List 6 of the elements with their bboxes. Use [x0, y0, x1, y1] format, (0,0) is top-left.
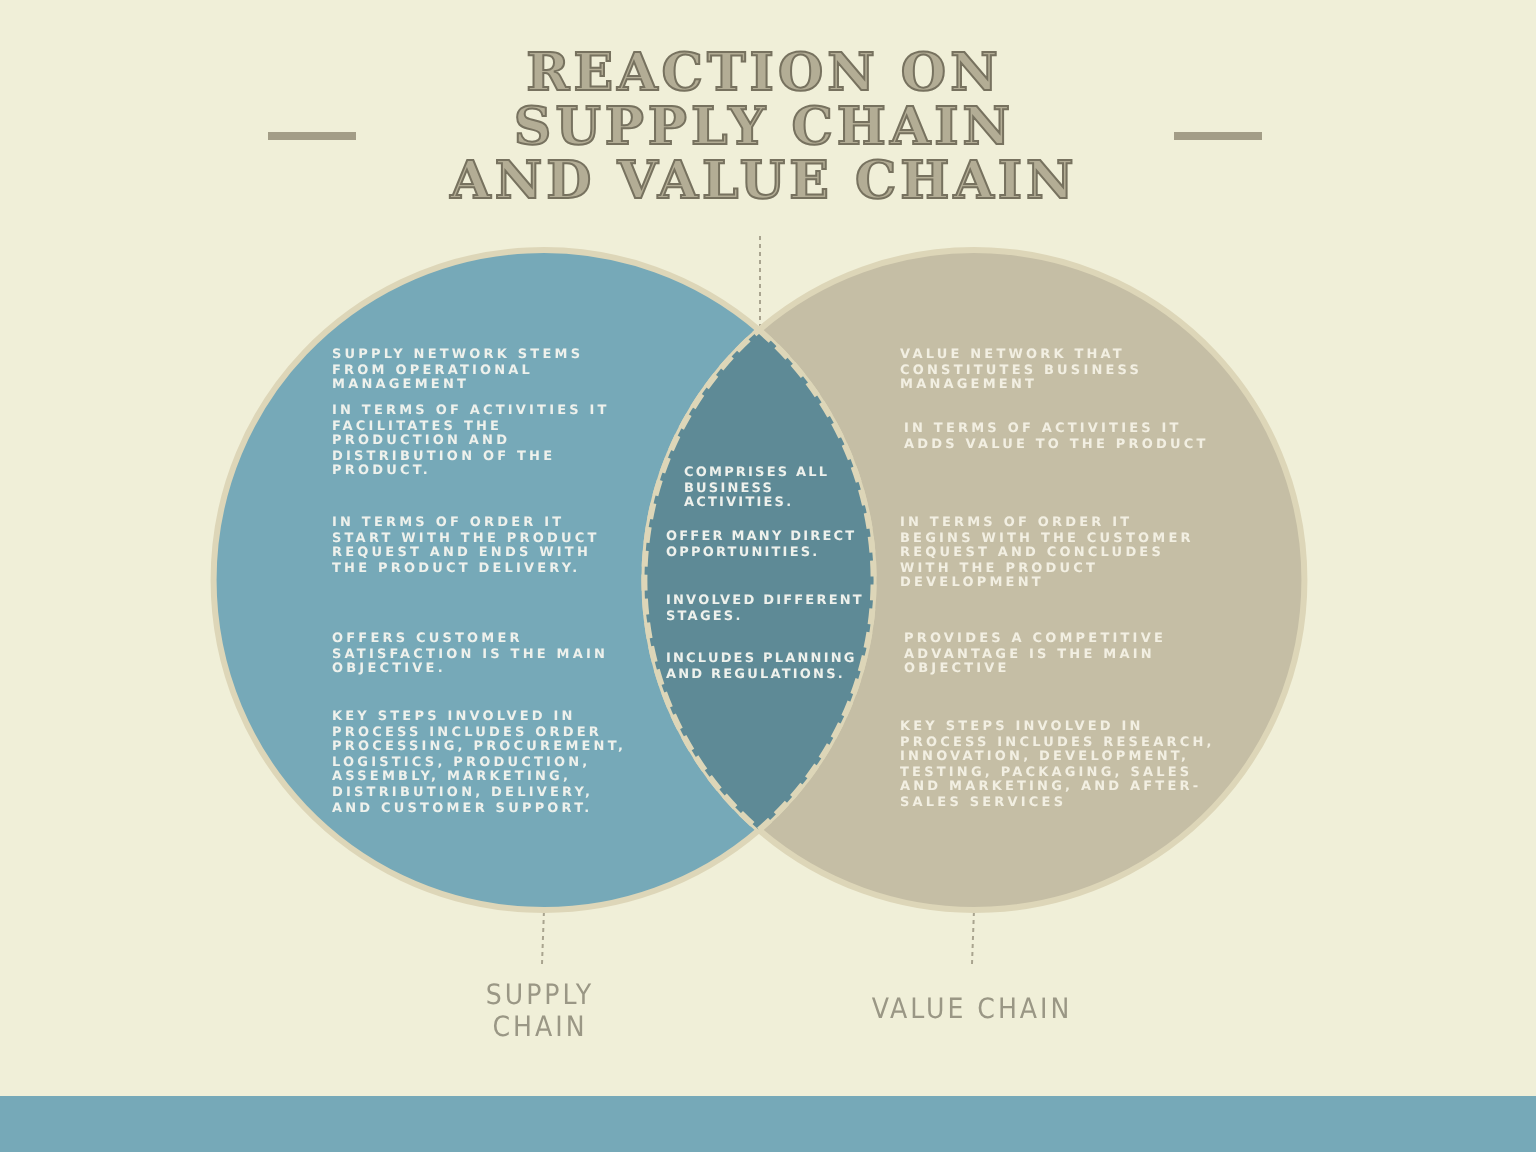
leader-line [541, 909, 545, 965]
leader-line [971, 909, 975, 965]
venn-label: VALUE CHAIN [869, 994, 1075, 1026]
title: REACTION ON SUPPLY CHAIN AND VALUE CHAIN [447, 48, 1080, 210]
leader-line [759, 235, 761, 331]
venn-label: SUPPLY CHAIN [483, 980, 597, 1044]
